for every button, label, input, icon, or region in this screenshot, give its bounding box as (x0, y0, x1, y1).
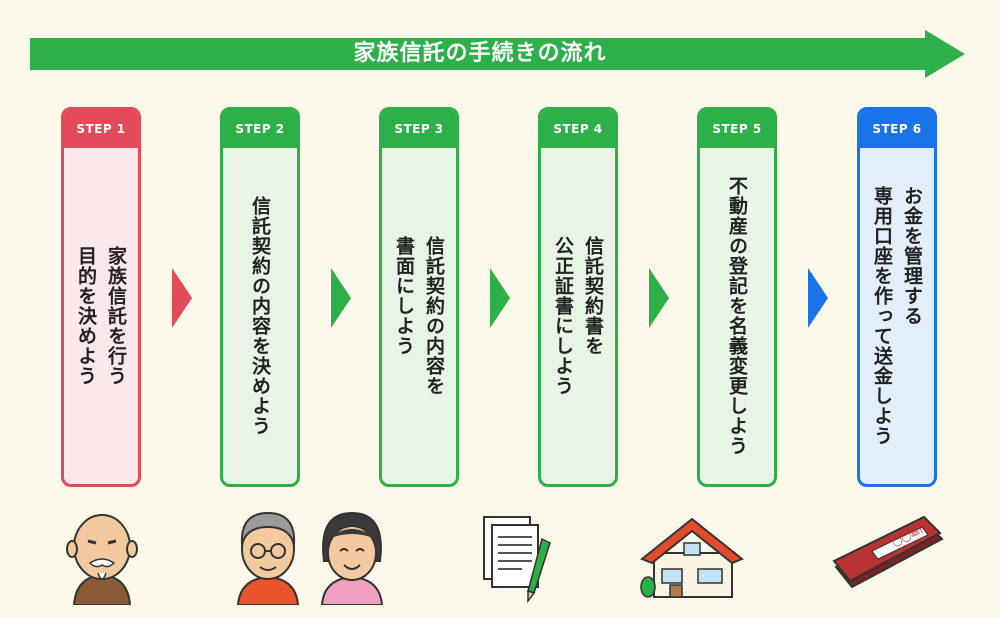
step-arrow-5-icon (808, 268, 828, 328)
step-5-label: STEP 5 (700, 110, 774, 148)
old-man-icon (66, 514, 138, 605)
step-2-card: STEP 2 信託契約の内容を決めよう (220, 107, 300, 487)
step-3-card: STEP 3 信託契約の内容を 書面にしよう (379, 107, 459, 487)
step-4-label: STEP 4 (541, 110, 615, 148)
documents-pen-icon (483, 516, 551, 604)
bankbook-icon: ◯◯銀行 (832, 515, 944, 589)
banner-arrow-shape (30, 30, 965, 78)
step-2-label: STEP 2 (223, 110, 297, 148)
process-banner: 家族信託の手続きの流れ (30, 30, 965, 78)
step-arrow-1-icon (172, 268, 192, 328)
step-4-card: STEP 4 信託契約書を 公正証書にしよう (538, 107, 618, 487)
step-6-card: STEP 6 お金を管理する 専用口座を作って送金しよう (857, 107, 937, 487)
step-arrow-3-icon (490, 268, 510, 328)
step-5-card: STEP 5 不動産の登記を名義変更しよう (697, 107, 777, 487)
step-6-text: お金を管理する 専用口座を作って送金しよう (871, 186, 923, 446)
step-3-label: STEP 3 (382, 110, 456, 148)
step-1-text: 家族信託を行う 目的を決めよう (75, 246, 127, 386)
step-1-label: STEP 1 (64, 110, 138, 148)
house-icon (640, 517, 744, 598)
step-5-text: 不動産の登記を名義変更しよう (726, 176, 748, 456)
banner-title: 家族信託の手続きの流れ (353, 41, 607, 66)
elderly-couple-icon (236, 511, 384, 605)
step-6-label: STEP 6 (860, 110, 934, 148)
step-2-text: 信託契約の内容を決めよう (249, 196, 271, 436)
step-arrow-2-icon (331, 268, 351, 328)
step-arrow-4-icon (649, 268, 669, 328)
step-1-card: STEP 1 家族信託を行う 目的を決めよう (61, 107, 141, 487)
step-3-text: 信託契約の内容を 書面にしよう (393, 236, 445, 396)
step-4-text: 信託契約書を 公正証書にしよう (552, 236, 604, 396)
